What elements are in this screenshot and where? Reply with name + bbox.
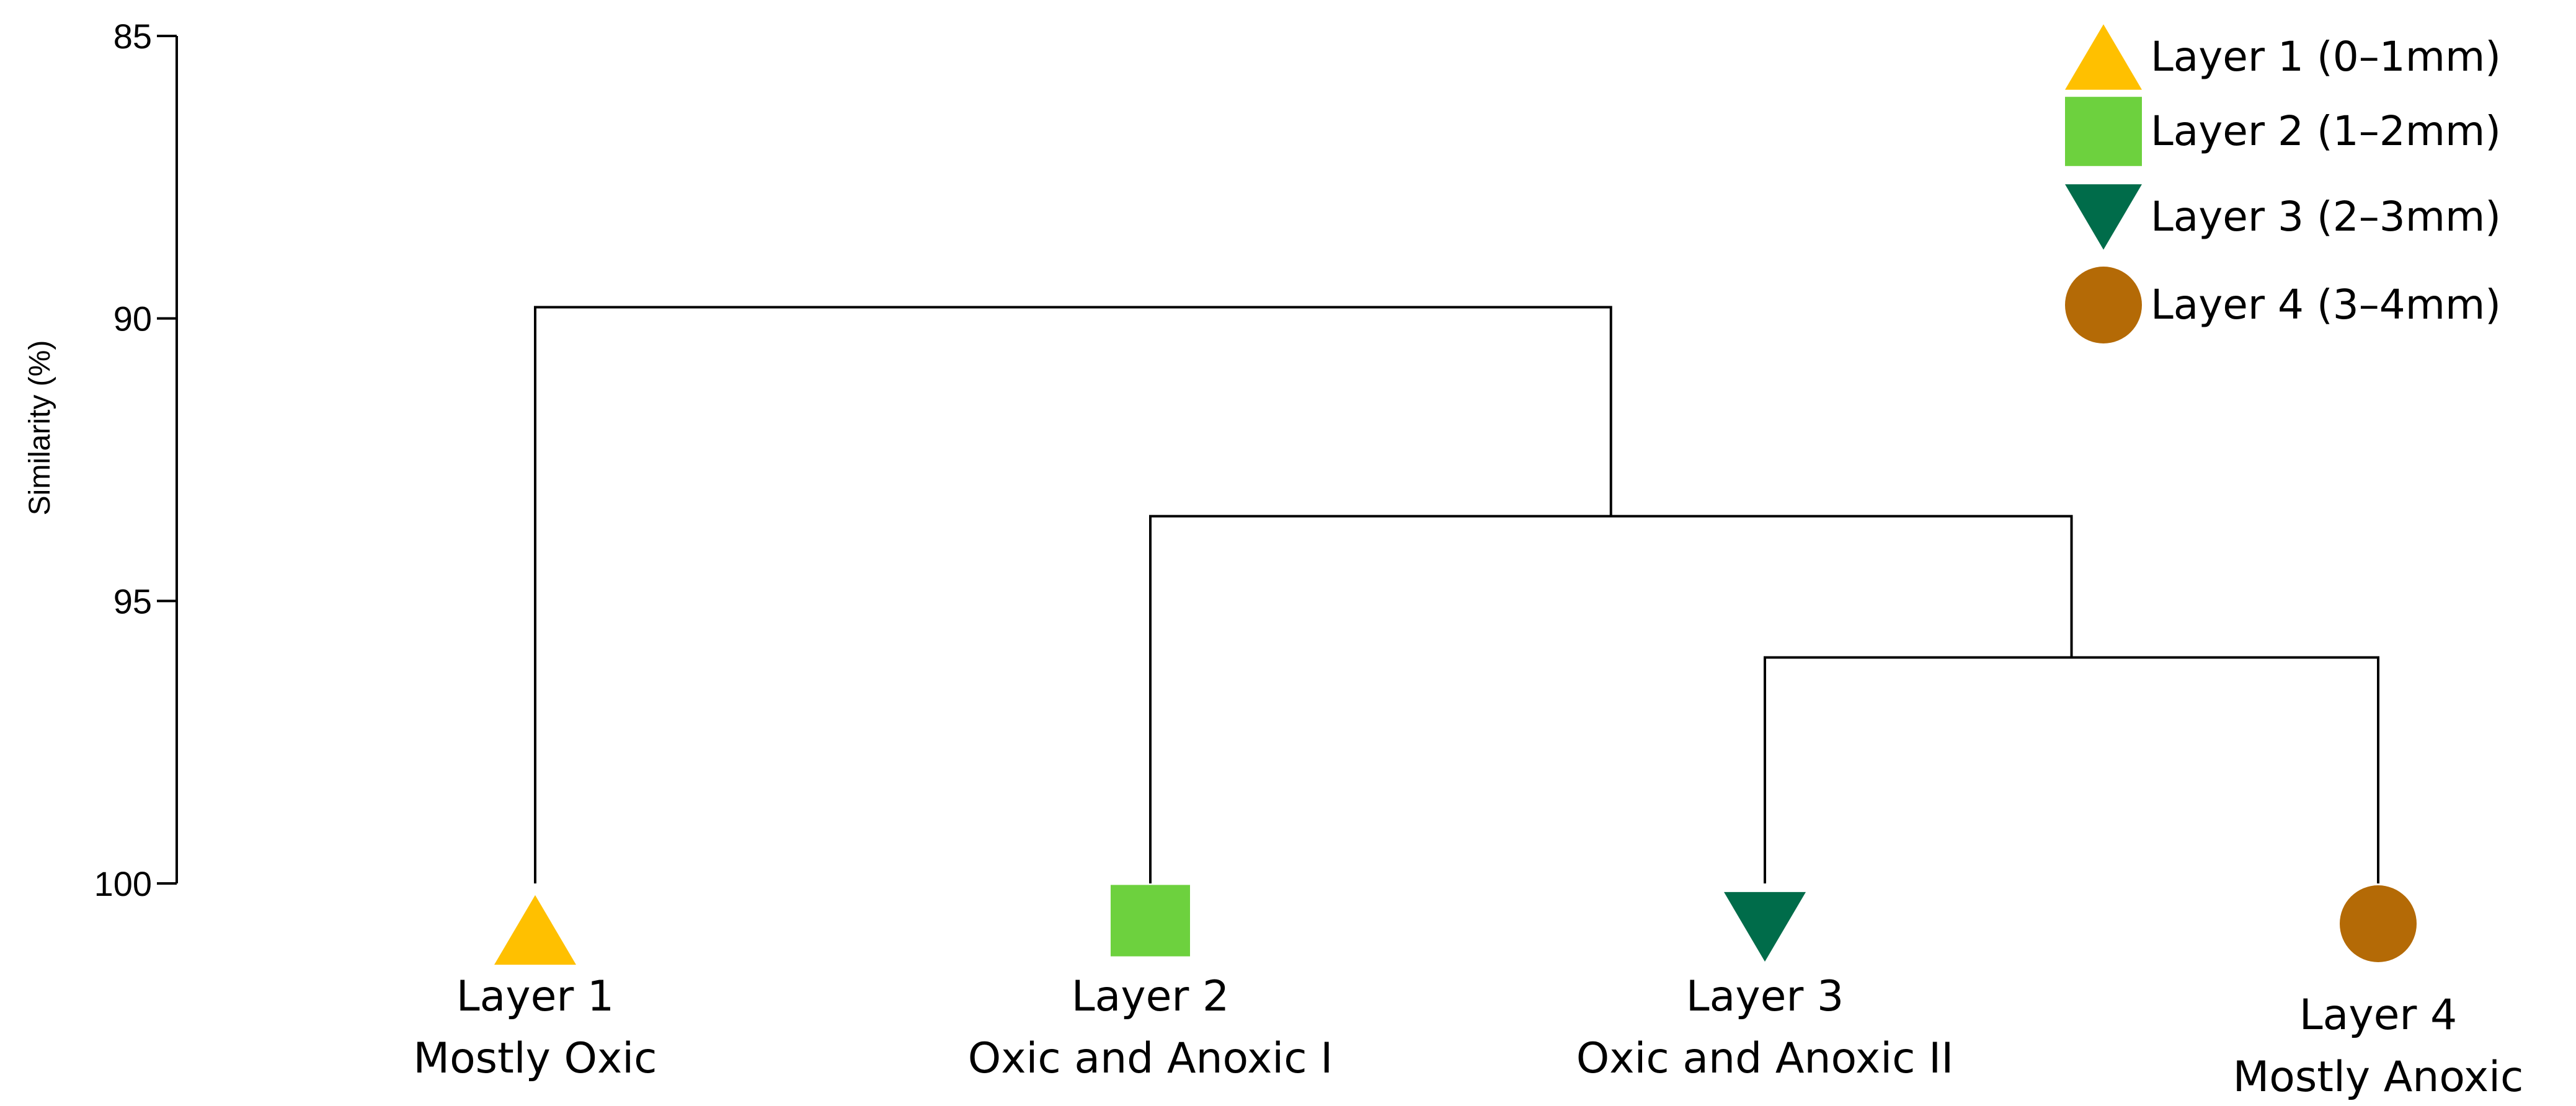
legend-label-l2: Layer 2 (1–2mm) [2151, 107, 2501, 155]
legend: Layer 1 (0–1mm) Layer 2 (1–2mm) Layer 3 (2… [2065, 24, 2501, 343]
legend-marker-l3 [2065, 184, 2142, 250]
leaf-nodes: Layer 1 Mostly Oxic Layer 2 Oxic and Anoxic… [413, 885, 2523, 1102]
leaf-marker-l1 [494, 895, 576, 965]
legend-label-l3: Layer 3 (2–3mm) [2151, 193, 2501, 241]
leaf-subtitle-l1: Mostly Oxic [413, 1034, 657, 1083]
legend-marker-l4 [2065, 267, 2142, 343]
legend-marker-l1 [2065, 24, 2142, 90]
y-axis-label: Similarity (%) [24, 340, 56, 516]
y-axis: 85 90 95 100 Similarity (%) [24, 17, 178, 903]
leaf-name-l4: Layer 4 [2299, 991, 2457, 1040]
leaf-name-l3: Layer 3 [1686, 972, 1844, 1021]
dendrogram-branch-m2 [1149, 515, 2073, 883]
leaf-subtitle-l3: Oxic and Anoxic II [1576, 1034, 1954, 1083]
leaf-subtitle-l2: Oxic and Anoxic I [968, 1034, 1333, 1083]
y-tick-label: 95 [113, 582, 152, 621]
dendrogram-branches [534, 306, 2379, 883]
leaf-name-l1: Layer 1 [456, 972, 614, 1021]
legend-label-l1: Layer 1 (0–1mm) [2151, 33, 2501, 81]
leaf-name-l2: Layer 2 [1072, 972, 1229, 1021]
leaf-marker-l2 [1111, 885, 1190, 957]
dendrogram-branch-m1 [1764, 656, 2379, 883]
leaf-marker-l4 [2340, 885, 2417, 962]
legend-label-l4: Layer 4 (3–4mm) [2151, 281, 2501, 329]
y-tick-label: 90 [113, 299, 152, 338]
legend-marker-l2 [2065, 97, 2142, 166]
dendrogram-branch-m3 [534, 306, 1612, 883]
y-tick-label: 85 [113, 17, 152, 56]
leaf-marker-l3 [1724, 891, 1806, 962]
y-tick-label: 100 [94, 864, 152, 903]
leaf-subtitle-l4: Mostly Anoxic [2233, 1053, 2524, 1102]
